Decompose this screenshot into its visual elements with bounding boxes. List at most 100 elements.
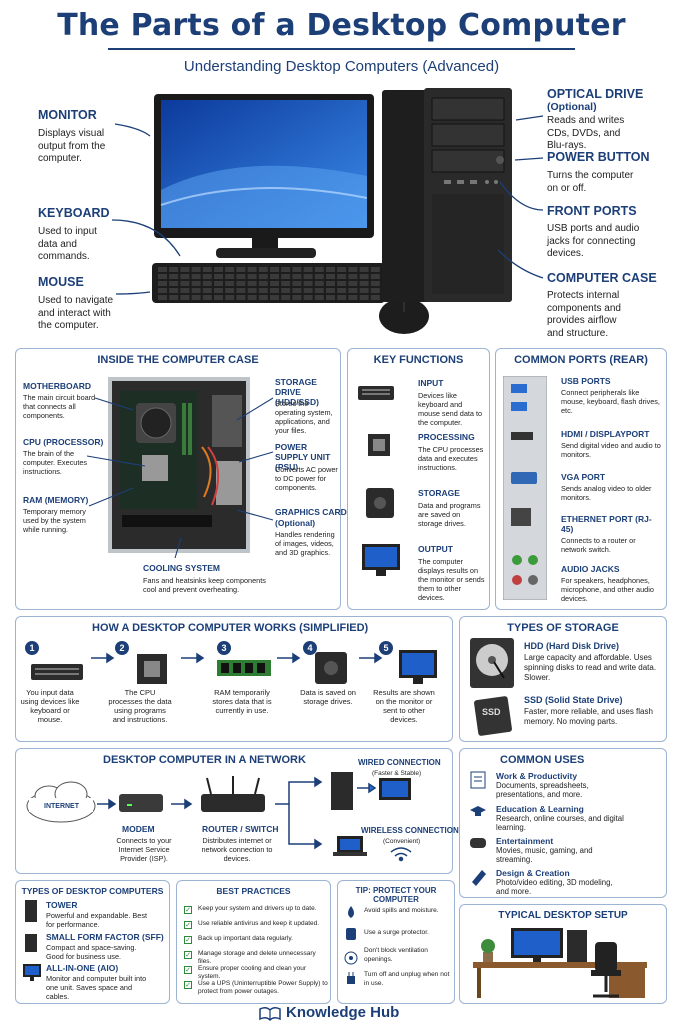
- hdd-label: HDD (Hard Disk Drive): [524, 641, 620, 651]
- cloud-icon: [26, 781, 96, 823]
- function-icons: [358, 386, 400, 576]
- front-ports-label: FRONT PORTS: [547, 204, 637, 218]
- hdmi-label: HDMI / DISPLAYPORT: [561, 429, 650, 439]
- tip-item: Don't block ventilation openings.: [364, 947, 428, 963]
- step-description: Results are shown on the monitor or sent…: [373, 688, 435, 724]
- router-desc: Distributes internet or network connecti…: [201, 836, 273, 863]
- step-number-badge: 2: [115, 641, 129, 655]
- office-chair-icon: [591, 942, 621, 998]
- step-number-badge: 1: [25, 641, 39, 655]
- desktop-type-icons: [23, 900, 41, 981]
- sff-icon: [25, 934, 37, 952]
- best-practice-item: Use reliable antivirus and keep it updat…: [198, 920, 320, 927]
- tower-illustration: [382, 88, 512, 302]
- use-label: Entertainment: [496, 836, 554, 846]
- step-number-badge: 3: [217, 641, 231, 655]
- modem-label: MODEM: [122, 824, 155, 834]
- modem-desc: Connects to your Internet Service Provid…: [116, 836, 172, 863]
- usb-ports-label: USB PORTS: [561, 376, 611, 386]
- monitor-illustration: [154, 94, 374, 258]
- tip-item: Avoid spills and moisture.: [364, 907, 439, 914]
- best-practice-item: Use a UPS (Uninterruptible Power Supply)…: [198, 980, 328, 995]
- best-practice-item: Ensure proper cooling and clean your sys…: [198, 965, 307, 980]
- step-keyboard-icon: [31, 664, 83, 680]
- mouse-label: MOUSE: [38, 275, 84, 289]
- keyboard-illustration: [152, 263, 385, 303]
- front-ports-desc: USB ports and audio jacks for connecting…: [547, 223, 640, 259]
- types-of-storage-title: TYPES OF STORAGE: [507, 622, 619, 634]
- checkmark-icon: ✓: [184, 906, 192, 914]
- desktop-type-label: SMALL FORM FACTOR (SFF): [46, 932, 164, 942]
- ethernet-label: ETHERNET PORT (RJ-45): [561, 514, 652, 534]
- best-practices-title: BEST PRACTICES: [216, 886, 291, 896]
- wifi-icon: [390, 847, 412, 862]
- rear-port-panel-illustration: [503, 376, 547, 600]
- inside-case-arrows: [86, 397, 274, 559]
- monitor-desc: Displays visual output from the computer…: [38, 128, 106, 164]
- keyboard-icon: [358, 386, 394, 400]
- checkmark-icon: ✓: [184, 921, 192, 929]
- step-description: RAM temporarily stores data that is curr…: [212, 688, 272, 715]
- desktop-type-label: TOWER: [46, 900, 78, 910]
- storage-drive-label: STORAGE DRIVE (HDD/SSD): [275, 377, 319, 407]
- how-it-works-panel: HOW A DESKTOP COMPUTER WORKS (SIMPLIFIED…: [15, 616, 453, 742]
- keyboard-desc: Used to input data and commands.: [38, 226, 97, 262]
- plant-icon: [481, 939, 495, 962]
- monitor-label: MONITOR: [38, 108, 97, 122]
- checkmark-icon: ✓: [184, 966, 192, 974]
- best-practice-item: Back up important data regularly.: [198, 935, 293, 942]
- case-interior-illustration: [108, 377, 250, 553]
- ethernet-desc: Connects to a router or network switch.: [561, 536, 636, 554]
- hdd-desc: Large capacity and affordable. Uses spin…: [524, 653, 657, 682]
- ssd-desc: Faster, more reliable, and uses flash me…: [524, 707, 653, 726]
- router-label: ROUTER / SWITCH: [202, 824, 279, 834]
- tower-icon: [25, 900, 37, 922]
- surge-protector-icon: [346, 928, 356, 940]
- desk-setup-illustration: [473, 928, 647, 998]
- wired-pc-icon: [331, 772, 411, 810]
- use-label: Work & Productivity: [496, 771, 578, 781]
- types-of-desktops-panel: TYPES OF DESKTOP COMPUTERS: [15, 880, 170, 1004]
- checkmark-icon: ✓: [184, 951, 192, 959]
- processing-desc: The CPU processes data and executes inst…: [418, 445, 484, 472]
- uses-icons: [470, 771, 486, 886]
- cpu-icon: [368, 434, 390, 456]
- internet-label: INTERNET: [44, 803, 79, 810]
- tip-icons: [344, 906, 358, 984]
- use-label: Education & Learning: [496, 804, 584, 814]
- wireless-note: (Convenient): [383, 838, 421, 845]
- how-it-works-title: HOW A DESKTOP COMPUTER WORKS (SIMPLIFIED…: [92, 622, 369, 634]
- computer-case-desc: Protects internal components and provide…: [547, 290, 621, 339]
- footer-brand: Knowledge Hub: [286, 1004, 400, 1021]
- graphics-card-note: (Optional): [275, 518, 316, 528]
- use-desc: Research, online courses, and digital le…: [496, 814, 624, 832]
- graphics-card-label: GRAPHICS CARD: [275, 507, 347, 517]
- power-button-desc: Turns the computer on or off.: [547, 170, 634, 194]
- best-practices-panel: BEST PRACTICES: [176, 880, 331, 1004]
- output-label: OUTPUT: [418, 544, 453, 554]
- step-description: The CPU processes the data using program…: [108, 688, 172, 724]
- keyboard-label: KEYBOARD: [38, 206, 110, 220]
- typical-setup-title: TYPICAL DESKTOP SETUP: [498, 910, 628, 921]
- book-icon: [259, 1006, 281, 1021]
- key-functions-title: KEY FUNCTIONS: [373, 354, 464, 366]
- computer-case-label: COMPUTER CASE: [547, 271, 657, 285]
- step-number-badge: 4: [303, 641, 317, 655]
- psu-desc: Converts AC power to DC power for compon…: [275, 465, 338, 492]
- tip-item: Use a surge protector.: [364, 929, 429, 936]
- audio-jacks-desc: For speakers, headphones, microphone, an…: [561, 576, 654, 603]
- desktop-type-label: ALL-IN-ONE (AIO): [46, 963, 119, 973]
- page-subtitle: Understanding Desktop Computers (Advance…: [183, 58, 500, 75]
- desktop-type-desc: Powerful and expandable. Best for perfor…: [46, 911, 148, 929]
- graphics-card-desc: Handles rendering of images, videos, and…: [275, 530, 335, 557]
- hero-illustration: [111, 88, 544, 334]
- common-uses-panel: COMMON USES: [459, 748, 667, 898]
- document-icon: [470, 771, 486, 789]
- ram-label: RAM (MEMORY): [23, 495, 89, 505]
- common-uses-title: COMMON USES: [500, 754, 585, 766]
- ram-desc: Temporary memory used by the system whil…: [23, 507, 86, 534]
- cpu-label: CPU (PROCESSOR): [23, 437, 104, 447]
- motherboard-desc: The main circuit board that connects all…: [23, 393, 96, 420]
- router-icon: [201, 776, 265, 812]
- use-label: Design & Creation: [496, 868, 570, 878]
